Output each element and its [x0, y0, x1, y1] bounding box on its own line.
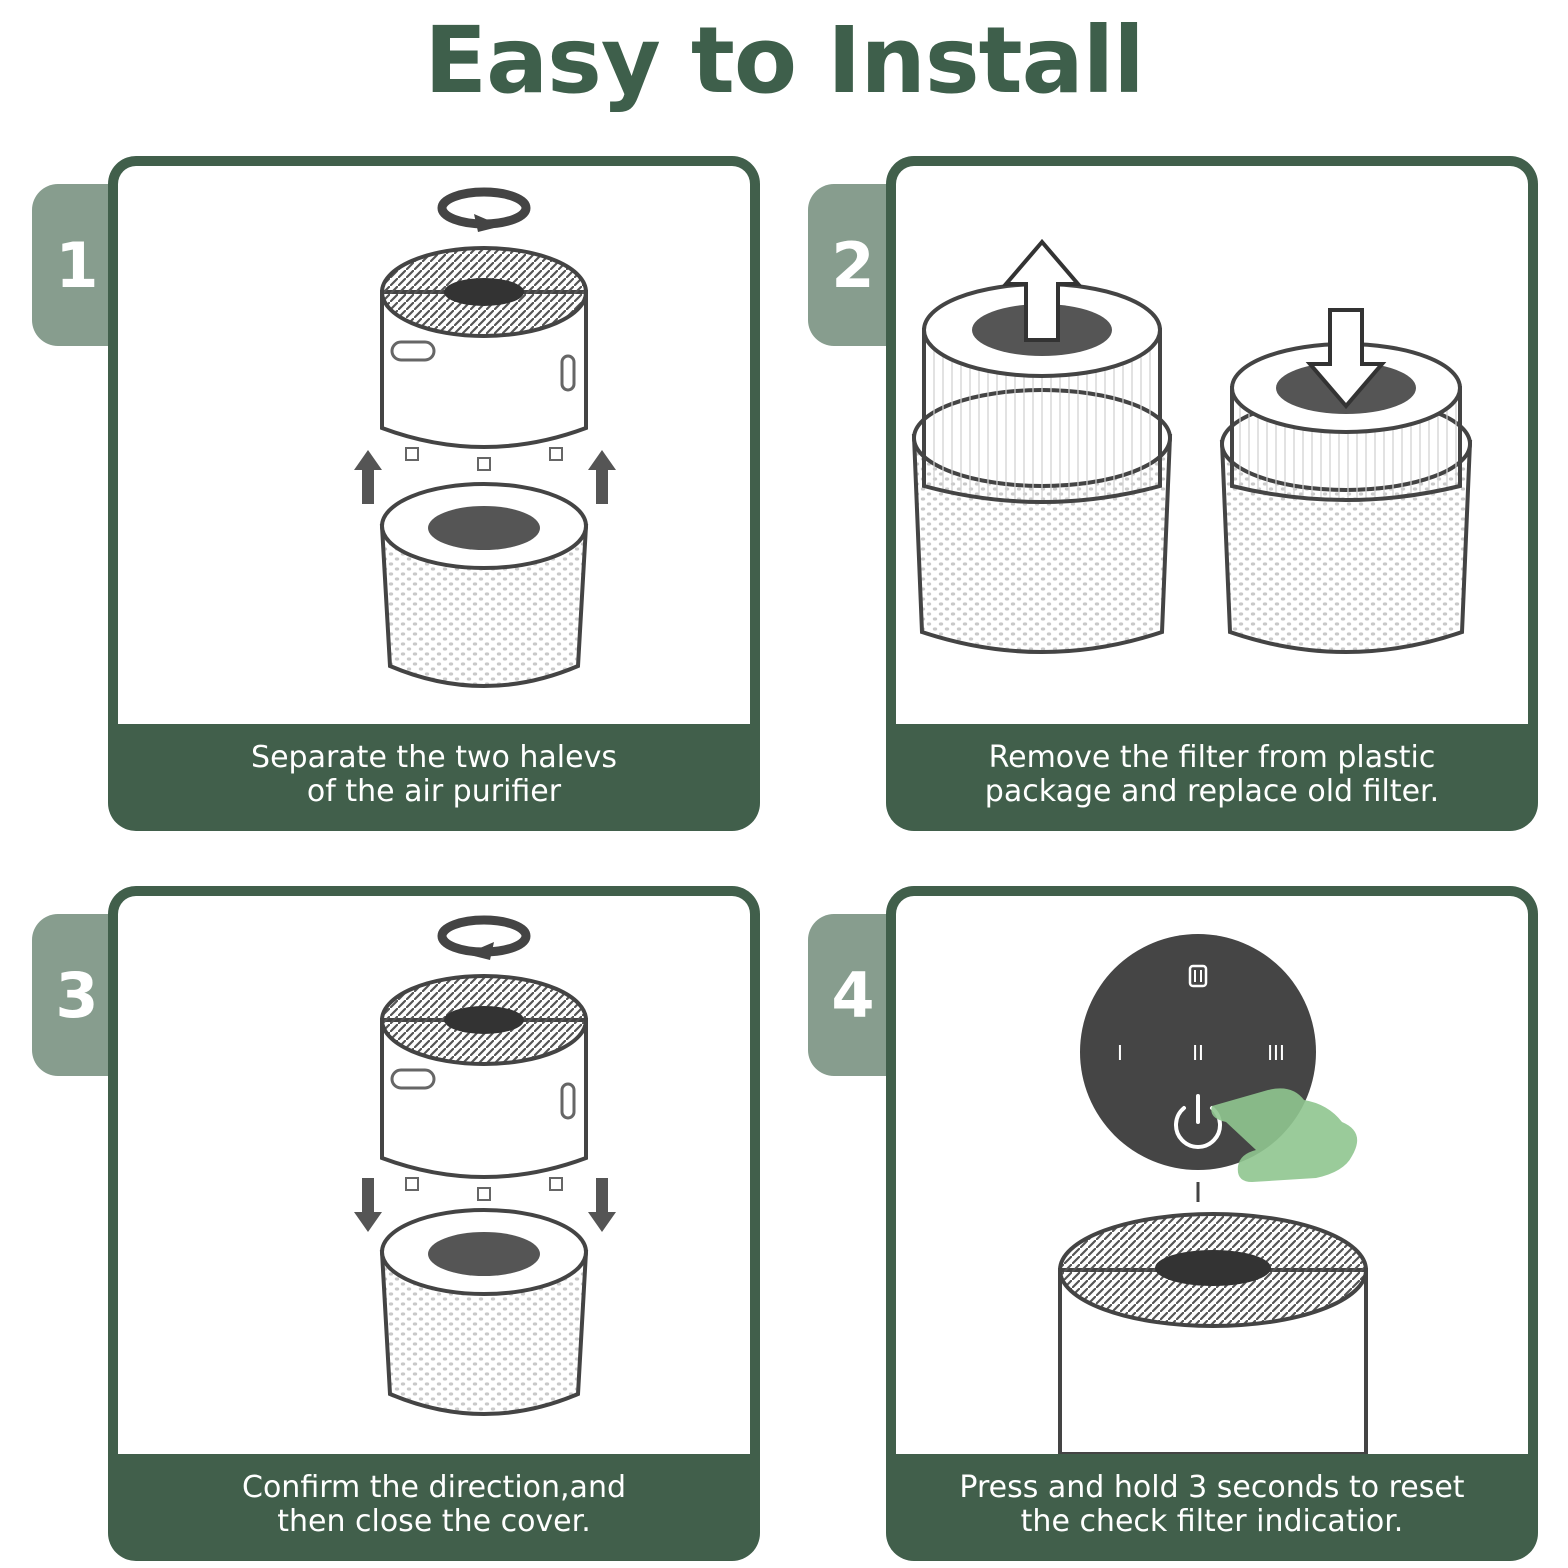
replace-filter-illustration	[911, 238, 1473, 654]
purifier-top	[1058, 1212, 1368, 1454]
step-2-number: 2	[831, 228, 875, 302]
purifier-base	[379, 1208, 589, 1416]
purifier-top-unit	[380, 246, 588, 471]
step-4-card: I II III Press and hold 3 seconds to res…	[886, 886, 1538, 1561]
power-button-icon	[1174, 1094, 1222, 1149]
step-1-card: Separate the two halevs of the air purif…	[108, 156, 760, 831]
step-1-illustration	[118, 166, 750, 724]
old-filter	[922, 282, 1162, 504]
page-title: Easy to Install	[424, 7, 1145, 114]
down-arrow-icon	[588, 1178, 616, 1232]
speed-3-label[interactable]: III	[1267, 1041, 1285, 1065]
finger-icon	[1211, 1088, 1358, 1182]
purifier-top-unit	[380, 974, 588, 1201]
step-1-number: 1	[55, 228, 99, 302]
speed-2-label[interactable]: II	[1192, 1041, 1204, 1065]
down-arrow-icon	[354, 1178, 382, 1232]
purifier-base	[379, 482, 589, 688]
speed-1-label[interactable]: I	[1117, 1041, 1123, 1065]
step-3-caption: Confirm the direction,and then close the…	[242, 1469, 626, 1539]
step-4-number: 4	[831, 958, 875, 1032]
close-cover-illustration	[354, 915, 616, 1416]
step-3-illustration	[118, 896, 750, 1454]
step-2-card: Remove the filter from plastic package a…	[886, 156, 1538, 831]
step-2-illustration	[896, 166, 1528, 724]
step-2-caption: Remove the filter from plastic package a…	[984, 739, 1440, 809]
up-arrow-icon	[354, 450, 382, 504]
up-arrow-icon	[1001, 238, 1083, 342]
step-3-card: Confirm the direction,and then close the…	[108, 886, 760, 1561]
filter-indicator-icon	[1188, 964, 1208, 988]
separate-halves-illustration	[354, 187, 616, 688]
rotate-arrow-icon	[437, 187, 531, 232]
rotate-arrow-icon	[437, 915, 531, 960]
step-4-illustration: I II III	[896, 896, 1528, 1454]
up-arrow-icon	[588, 450, 616, 504]
step-3-number: 3	[55, 958, 99, 1032]
down-arrow-icon	[1305, 308, 1387, 410]
step-1-caption: Separate the two halevs of the air purif…	[251, 739, 617, 809]
step-4-caption: Press and hold 3 seconds to reset the ch…	[959, 1469, 1465, 1539]
reset-indicator-illustration: I II III	[1058, 934, 1368, 1454]
